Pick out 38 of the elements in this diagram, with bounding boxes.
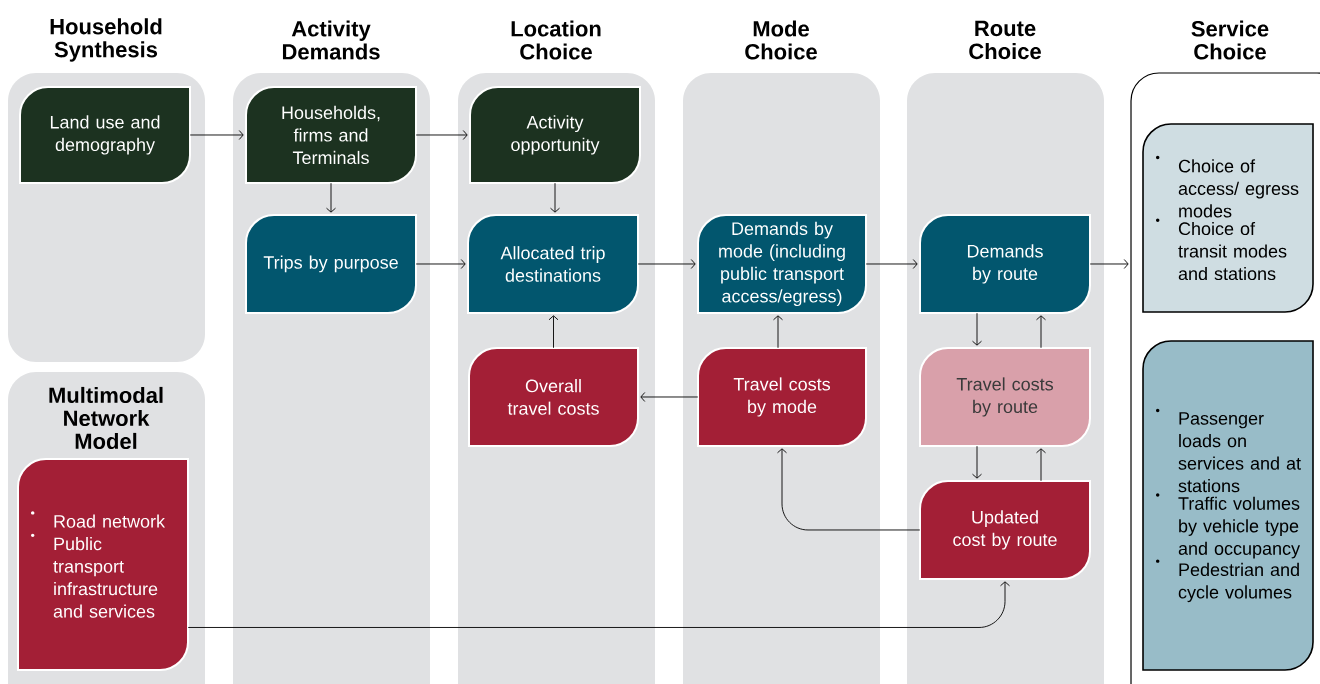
arrow <box>326 182 336 213</box>
arrow <box>640 392 699 402</box>
column-heading: Mode Choice <box>745 20 817 60</box>
arrow <box>972 312 982 346</box>
process-box: Households, firms and Terminals <box>245 86 417 184</box>
arrow <box>865 259 918 269</box>
arrow <box>548 315 559 349</box>
arrow <box>415 259 466 269</box>
arrow <box>189 130 244 140</box>
process-box: Demands by route <box>919 214 1091 314</box>
column-heading: Service Choice <box>1191 20 1269 60</box>
arrow <box>187 581 1010 628</box>
list-box: Passenger loads on services and at stations Traffic volumes by vehicle type and occupancy Pedestrian and cycle volumes <box>1142 340 1314 671</box>
arrow <box>1036 448 1046 482</box>
arrow <box>773 315 783 349</box>
column-heading: Route Choice <box>969 20 1041 60</box>
arrow <box>1036 315 1046 349</box>
arrow <box>550 182 560 213</box>
process-box: Updated cost by route <box>919 480 1091 580</box>
column-heading: Activity Demands <box>282 20 380 60</box>
arrow <box>1089 259 1129 269</box>
process-box: Trips by purpose <box>245 214 417 314</box>
arrow <box>415 130 468 140</box>
column-heading: Household Synthesis <box>50 18 162 62</box>
process-box: Travel costs by mode <box>697 347 867 447</box>
process-box: Activity opportunity <box>469 86 641 184</box>
arrow <box>972 445 982 479</box>
process-box: Overall travel costs <box>468 347 639 447</box>
process-box: Allocated trip destinations <box>467 214 639 314</box>
list-box: Road network Public transport infrastructure and services <box>17 458 189 671</box>
process-box: Demands by mode (including public transport access/egress) <box>697 214 867 314</box>
list-box: Choice of access/ egress modes Choice of transit modes and stations <box>1142 123 1314 313</box>
process-box: Land use and demography <box>19 86 191 184</box>
process-box: Travel costs by route <box>919 347 1091 447</box>
column-heading: Location Choice <box>511 20 601 60</box>
column-heading: Multimodal Network Model <box>49 386 163 450</box>
arrow <box>637 259 696 269</box>
arrow <box>777 448 921 531</box>
